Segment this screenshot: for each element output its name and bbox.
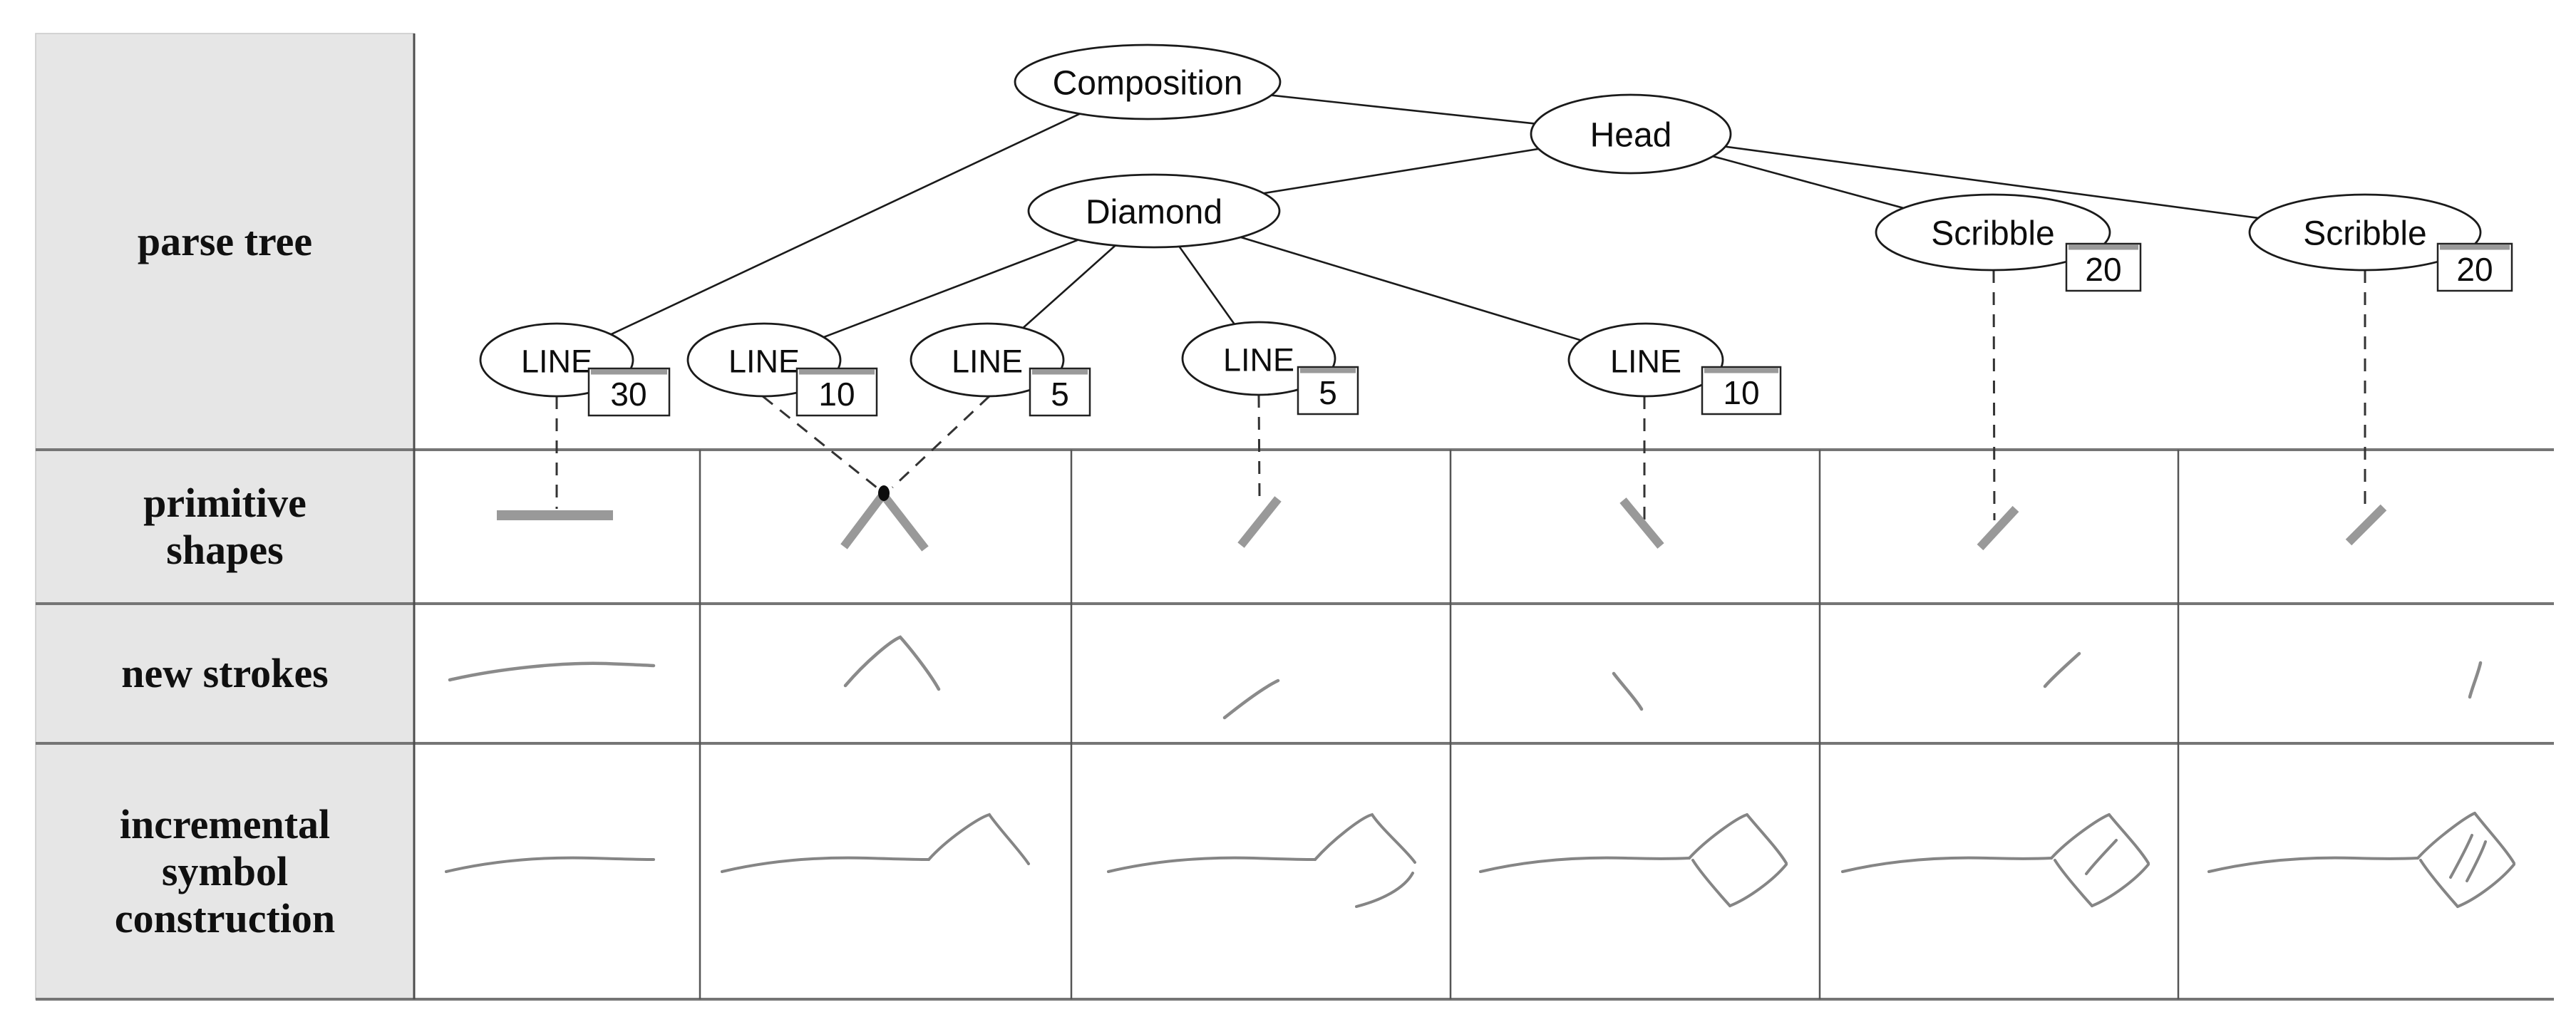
node-label: LINE [728, 344, 800, 380]
node-ellipse [1181, 321, 1336, 396]
incremental-col5-diamond-lr [2091, 863, 2150, 907]
new-stroke-col2 [843, 635, 941, 691]
count-box-scribble-2: 20 [2436, 242, 2513, 292]
tree-node-line-5: LINE [1567, 322, 1724, 398]
tree-node-scribble-1: Scribble [1875, 193, 2111, 272]
dashed-link-line-2 [762, 395, 877, 489]
edge-head-scribble-2 [1630, 133, 2366, 234]
node-label: LINE [1223, 342, 1294, 378]
primitive-backslash-col4 [1619, 497, 1664, 549]
node-ellipse [1875, 193, 2111, 272]
node-label: LINE [952, 344, 1023, 380]
count-value: 10 [1723, 374, 1759, 411]
table-grid [35, 33, 2554, 1001]
primitive-slash-col5 [1977, 505, 2019, 551]
tree-node-diamond: Diamond [1027, 173, 1281, 249]
incremental-col3-base [1107, 856, 1317, 873]
caret-apex-dot [878, 485, 890, 501]
node-ellipse [2248, 193, 2482, 272]
incremental-col5-base [1841, 856, 2053, 873]
edge-composition-line-1 [556, 81, 1148, 361]
incremental-col4-diamond-ur [1746, 813, 1788, 865]
primitive-shapes [497, 490, 2387, 552]
node-label: LINE [1610, 344, 1681, 380]
new-strokes [448, 635, 2483, 720]
incremental-strokes [445, 812, 2515, 908]
count-box-line-4: 5 [1297, 366, 1359, 416]
incremental-col4-diamond-ul [1688, 813, 1748, 860]
incremental-col6-diamond-ul [2416, 812, 2476, 860]
primitive-caret [840, 490, 929, 552]
count-box-line-5: 10 [1701, 366, 1782, 416]
primitive-slash-col3 [1237, 496, 1282, 548]
count-box-rect [1029, 367, 1091, 417]
new-stroke-col4 [1612, 671, 1644, 711]
count-value: 5 [1319, 374, 1337, 411]
tree-node-line-3: LINE [910, 322, 1065, 398]
count-value: 30 [610, 376, 646, 413]
node-label: Scribble [1931, 215, 2054, 253]
tree-node-line-4: LINE [1181, 321, 1336, 396]
incremental-col6-base [2207, 856, 2419, 873]
incremental-col3-lower-stroke [1355, 872, 1414, 908]
node-ellipse [910, 322, 1065, 398]
tree-node-composition: Composition [1014, 43, 1282, 120]
incremental-col2-caret [927, 812, 1030, 865]
incremental-col5-inner-stroke [2085, 839, 2118, 875]
incremental-col2-base [721, 856, 930, 873]
new-stroke-col1 [448, 661, 656, 682]
incremental-col5-diamond-ul [2050, 813, 2111, 860]
incremental-col6-inner-stroke-2 [2466, 840, 2487, 882]
tree-node-scribble-2: Scribble [2248, 193, 2482, 272]
node-label: LINE [521, 344, 592, 380]
incremental-col1 [445, 856, 655, 873]
node-label: Scribble [2303, 215, 2426, 253]
tree-nodes: Composition Head Diamond Scribble Scribb… [479, 43, 2482, 398]
count-box-line-2: 10 [795, 367, 878, 417]
node-ellipse [1027, 173, 1281, 249]
incremental-col5-diamond-ll [2054, 859, 2093, 907]
count-box-rect [795, 367, 878, 417]
incremental-col6-inner-stroke-1 [2449, 834, 2473, 879]
incremental-col4-base [1479, 856, 1691, 873]
node-ellipse [1567, 322, 1724, 398]
count-box-rect [587, 367, 671, 417]
dashed-link-line-3 [891, 395, 991, 489]
count-box-scribble-1: 20 [2065, 242, 2142, 292]
dashed-links [555, 269, 2366, 521]
node-label: Composition [1053, 65, 1243, 103]
count-value: 5 [1051, 376, 1069, 413]
incremental-col3-caret [1314, 812, 1416, 864]
count-value: 20 [2085, 251, 2121, 288]
incremental-col4-diamond-lr [1729, 863, 1788, 907]
incremental-col5-diamond-ur [2108, 813, 2150, 865]
node-ellipse [1014, 43, 1282, 120]
incremental-col6-diamond-ll [2419, 859, 2459, 908]
count-box-rect [1701, 366, 1782, 416]
count-box-line-1: 30 [587, 367, 671, 417]
node-label: Diamond [1086, 194, 1222, 232]
incremental-col6-diamond-ur [2473, 812, 2515, 865]
count-box-rect [1297, 366, 1359, 416]
new-stroke-col5 [2043, 651, 2081, 688]
incremental-col4-diamond-ll [1691, 859, 1731, 907]
primitive-slash-col6 [2345, 504, 2387, 546]
new-stroke-col6 [2468, 661, 2483, 699]
node-ellipse [1530, 93, 1732, 175]
tree-node-head: Head [1530, 93, 1732, 175]
new-stroke-col3 [1222, 678, 1280, 720]
count-box-line-3: 5 [1029, 367, 1091, 417]
count-value: 10 [818, 376, 855, 413]
count-box-rect [2065, 242, 2142, 292]
count-value: 20 [2456, 251, 2493, 288]
count-boxes: 30 10 5 5 10 [587, 242, 2513, 417]
node-label: Head [1590, 117, 1672, 155]
label-column-panel [35, 33, 415, 1000]
incremental-col6-diamond-lr [2456, 863, 2515, 908]
count-box-rect [2436, 242, 2513, 292]
